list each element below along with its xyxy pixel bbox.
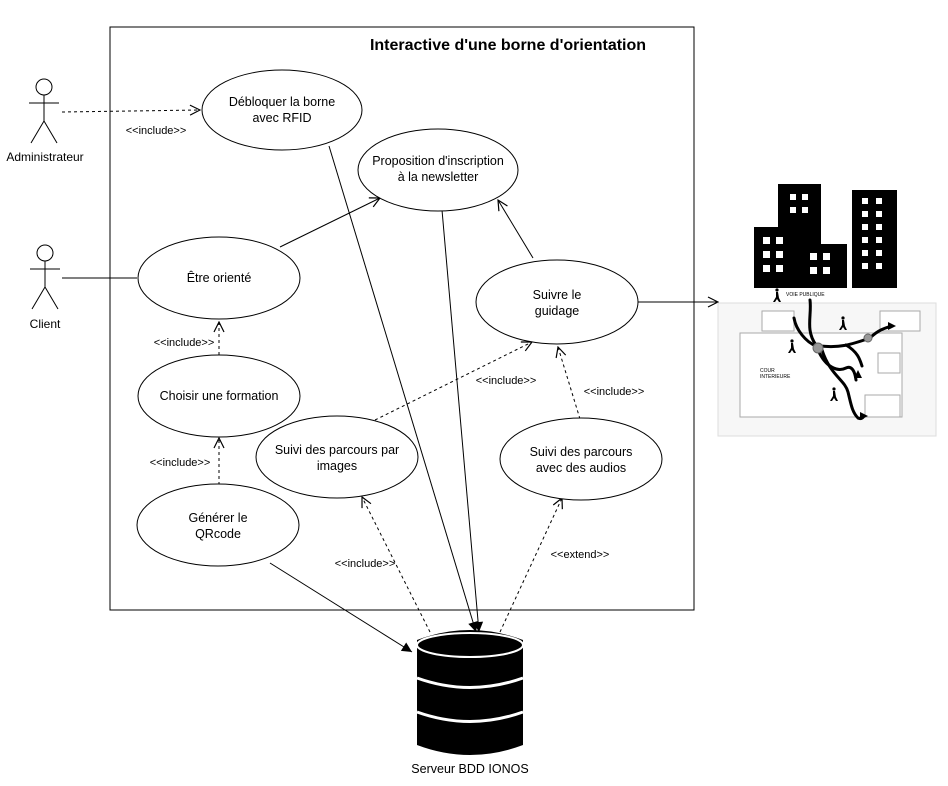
stereo-db-images-include: <<include>> — [335, 558, 396, 570]
stereo-qrcode-include: <<include>> — [150, 457, 211, 469]
svg-text:avec des audios: avec des audios — [536, 461, 626, 475]
use-case-formation: Choisir une formation — [137, 354, 301, 438]
admin-include-link — [61, 110, 200, 112]
stereo-images-guidage-include: <<include>> — [476, 375, 537, 387]
svg-text:Suivi des parcours par: Suivi des parcours par — [275, 443, 399, 457]
svg-text:images: images — [317, 459, 357, 473]
actor-administrateur-label: Administrateur — [6, 150, 83, 164]
svg-text:Être orienté: Être orienté — [187, 270, 252, 285]
map-label-court-2: INTERIEURE — [760, 374, 791, 380]
database-label: Serveur BDD IONOS — [411, 762, 528, 776]
stereo-audios-guidage-include: <<include>> — [584, 386, 645, 398]
svg-text:à la newsletter: à la newsletter — [398, 170, 479, 184]
svg-text:QRcode: QRcode — [195, 527, 241, 541]
use-case-guidage: Suivre le guidage — [475, 259, 639, 345]
use-case-audios: Suivi des parcours avec des audios — [499, 417, 663, 501]
use-case-images: Suivi des parcours par images — [255, 415, 419, 499]
actor-administrateur: Administrateur — [6, 78, 84, 164]
svg-text:Proposition d'inscription: Proposition d'inscription — [372, 154, 504, 168]
qrcode-db-link — [269, 562, 413, 653]
stereotype-labels: <<include>> <<include>> <<include>> <<in… — [126, 125, 645, 570]
actor-stick-figure-icon — [29, 78, 59, 144]
svg-text:Débloquer la borne: Débloquer la borne — [229, 95, 335, 109]
database-icon — [416, 630, 524, 755]
svg-text:Choisir une formation: Choisir une formation — [160, 389, 279, 403]
db-audios-extend — [499, 498, 562, 633]
actor-client: Client — [30, 244, 61, 331]
svg-text:Suivre le: Suivre le — [533, 288, 582, 302]
system-boundary — [109, 26, 695, 611]
buildings-icon — [754, 184, 897, 288]
stereo-db-audios-extend: <<extend>> — [551, 549, 610, 561]
actor-client-label: Client — [30, 317, 61, 331]
audios-guidage-include — [558, 347, 581, 420]
images-guidage-include — [374, 342, 532, 421]
actor-stick-figure-icon — [30, 244, 60, 310]
map-label-street: VOIE PUBLIQUE — [786, 292, 825, 298]
system-title: Interactive d'une borne d'orientation — [370, 37, 646, 54]
svg-text:Suivi des parcours: Suivi des parcours — [530, 445, 633, 459]
connectors — [61, 110, 718, 653]
map-label-court-1: COUR — [760, 368, 775, 374]
guidage-proposition-link — [498, 200, 534, 259]
walking-person-icon — [773, 288, 847, 401]
svg-text:Générer le: Générer le — [188, 511, 247, 525]
debloquer-db-link — [328, 145, 478, 633]
use-case-proposition: Proposition d'inscription à la newslette… — [357, 128, 519, 212]
stereo-formation-include: <<include>> — [154, 337, 215, 349]
oriente-proposition-link — [279, 198, 380, 248]
proposition-db-link — [441, 209, 484, 633]
use-case-qrcode: Générer le QRcode — [136, 483, 300, 567]
use-case-debloquer: Débloquer la borne avec RFID — [201, 69, 363, 151]
svg-text:avec RFID: avec RFID — [252, 111, 311, 125]
db-images-include — [362, 497, 431, 633]
svg-text:guidage: guidage — [535, 304, 580, 318]
stereo-admin-include: <<include>> — [126, 125, 187, 137]
use-case-oriente: Être orienté — [137, 236, 301, 320]
campus-map: VOIE PUBLIQUE COUR INTERIEURE — [717, 288, 937, 437]
